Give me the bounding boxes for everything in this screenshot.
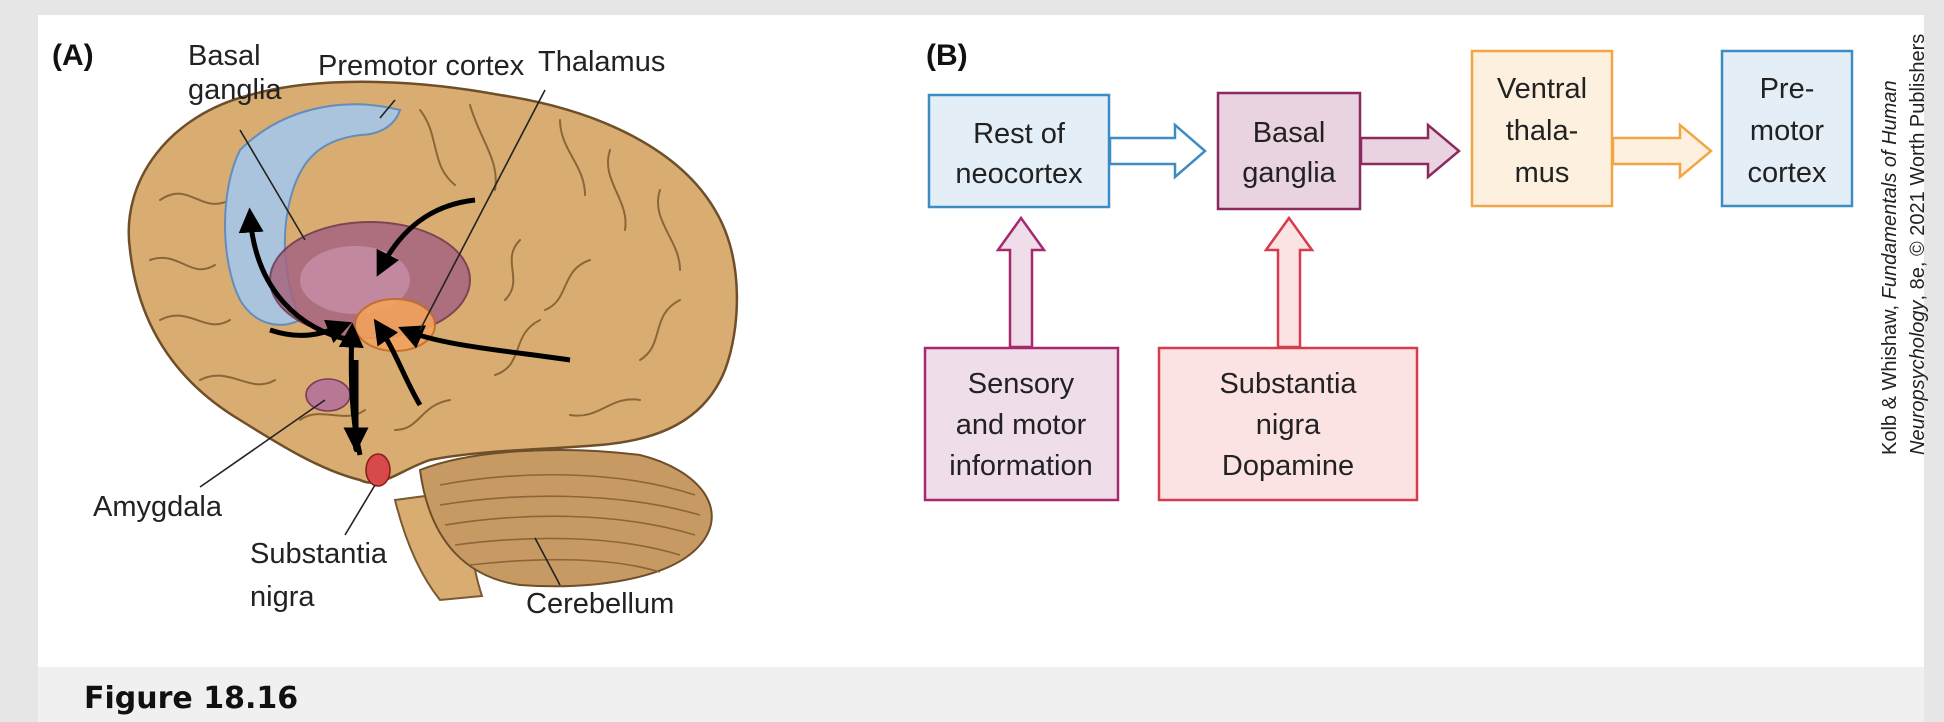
box-neocortex-line2: neocortex	[955, 158, 1083, 190]
arrow-basal-to-thalamus	[1359, 122, 1461, 180]
box-sensory-line3: information	[949, 450, 1092, 482]
box-ventral-thalamus: Ventral thala- mus	[1470, 49, 1614, 208]
box-thalamus-line2: thala-	[1506, 115, 1579, 147]
box-sensory-line1: Sensory	[968, 368, 1075, 400]
panel-b: (B) Rest of neocortex Basal ganglia Vent…	[923, 39, 1854, 502]
box-basal-ganglia: Basal ganglia	[1216, 91, 1362, 211]
label-premotor-cortex: Premotor cortex	[318, 50, 525, 82]
box-premotor-cortex: Pre- motor cortex	[1720, 49, 1854, 208]
label-substantia-nigra-1: Substantia	[250, 538, 388, 570]
premotor-cortex-region	[224, 103, 402, 326]
pathway-arrows	[238, 197, 571, 456]
label-thalamus: Thalamus	[538, 46, 665, 78]
box-premotor-line3: cortex	[1748, 157, 1827, 189]
arrow-neocortex-to-basal	[1108, 122, 1207, 180]
panel-a: (A)	[52, 39, 739, 620]
cerebellum-illustration	[418, 449, 713, 588]
label-cerebellum: Cerebellum	[526, 588, 674, 620]
arrow-sensory-to-neocortex	[995, 215, 1047, 349]
label-substantia-nigra-2: nigra	[250, 581, 315, 613]
box-nigra-line1: Substantia	[1219, 368, 1357, 400]
caption-band: Figure 18.16	[38, 667, 1924, 722]
amygdala-region	[305, 378, 351, 412]
box-thalamus-line3: mus	[1515, 157, 1570, 189]
substantia-nigra-region	[365, 453, 391, 487]
arrow-nigra-to-basal	[1263, 215, 1315, 349]
leader-lines	[199, 89, 561, 586]
label-basal-ganglia-2: ganglia	[188, 74, 282, 106]
sulci	[149, 104, 681, 431]
box-nigra-line3: Dopamine	[1222, 450, 1354, 482]
credit-line: Kolb & Whishaw, Fundamentals of Human Ne…	[1879, 34, 1929, 455]
credit-line-2: Neuropsychology, 8e, © 2021 Worth Publis…	[1907, 34, 1929, 455]
box-substantia-nigra-dopamine: Substantia nigra Dopamine	[1157, 346, 1419, 502]
box-thalamus-line1: Ventral	[1497, 73, 1587, 105]
box-sensory-motor-information: Sensory and motor information	[923, 346, 1120, 502]
cerebellum-folia	[439, 473, 701, 573]
box-premotor-line1: Pre-	[1760, 73, 1815, 105]
box-sensory-line2: and motor	[956, 409, 1087, 441]
label-basal-ganglia-1: Basal	[188, 40, 261, 72]
credit-line-1: Kolb & Whishaw, Fundamentals of Human	[1879, 80, 1901, 455]
label-amygdala: Amygdala	[93, 491, 223, 523]
box-premotor-line2: motor	[1750, 115, 1824, 147]
box-rest-of-neocortex: Rest of neocortex	[927, 93, 1111, 209]
figure-caption: Figure 18.16	[84, 681, 299, 716]
box-basal-line2: ganglia	[1242, 157, 1336, 189]
arrow-thalamus-to-premotor	[1611, 122, 1713, 180]
panel-b-letter: (B)	[926, 39, 968, 72]
box-neocortex-line1: Rest of	[973, 118, 1066, 150]
box-nigra-line2: nigra	[1256, 409, 1321, 441]
panel-a-letter: (A)	[52, 39, 94, 72]
box-basal-line1: Basal	[1253, 117, 1326, 149]
